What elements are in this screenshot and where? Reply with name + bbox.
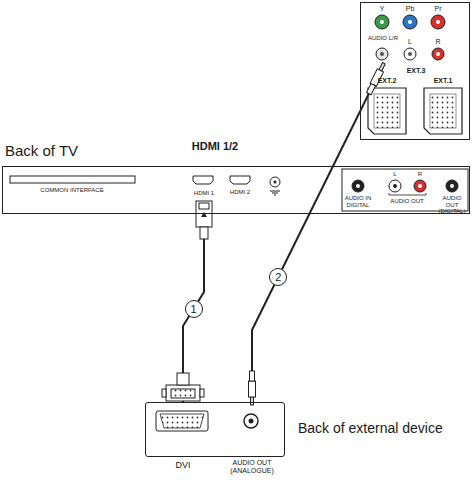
hdmi-port: [230, 176, 250, 184]
jack-hole: [249, 419, 254, 424]
audio-socket: [376, 48, 388, 60]
dvi-plug-screw: [162, 389, 166, 397]
jack-plug-sleeve: [367, 84, 376, 95]
socket-hole: [436, 20, 440, 24]
node-text: Back of external device: [298, 421, 443, 436]
audio-out-right-socket: [414, 180, 426, 192]
hdmi-plug-relief: [200, 227, 208, 239]
antenna-symbol: [274, 195, 276, 196]
socket-hole: [450, 184, 454, 188]
callout-number: 2: [269, 268, 287, 286]
green-socket: [375, 15, 389, 29]
node-text: DVI: [151, 461, 215, 471]
socket-hole: [393, 184, 397, 188]
node-text: Back of TV: [5, 143, 78, 160]
scart-pins: [430, 94, 456, 128]
hdmi-plug-tip: [199, 203, 209, 209]
node-text: AUDIO OUT (ANALOGUE): [224, 459, 280, 474]
red-socket: [431, 15, 445, 29]
part-label: L: [404, 38, 416, 46]
side-panel: AUDIO L/R EXT.3: [360, 2, 470, 140]
part-label: EXT.2: [370, 77, 404, 85]
part-label: R: [432, 38, 444, 46]
scart-socket: [368, 88, 406, 134]
red-socket: [432, 48, 444, 60]
antenna-pin: [274, 181, 277, 184]
audio-out-left-socket: [389, 180, 401, 192]
part-label: R: [415, 171, 425, 178]
part-label: AUDIO OUT: [387, 198, 427, 205]
node-text: AUDIO L/R: [363, 35, 403, 42]
audio-out-bracket: [389, 193, 426, 195]
dvi-pins: [160, 414, 204, 428]
white-socket: [404, 48, 416, 60]
part-label: L: [390, 171, 400, 178]
antenna-symbol: [270, 191, 280, 192]
cable: [252, 65, 383, 403]
dvi-plug-screw: [200, 389, 204, 397]
digital-out-socket: [446, 180, 458, 192]
socket-hole: [380, 20, 384, 24]
external-device: DVIAUDIO OUT (ANALOGUE)Back of external …: [145, 402, 285, 457]
audio-out-jack: [244, 414, 258, 428]
dvi-plug-relief: [177, 373, 189, 385]
socket-hole: [418, 184, 422, 188]
dvi-plug-pins: [171, 389, 195, 398]
callout-number: 1: [185, 300, 203, 318]
audio-out-node: AUDIO OUT (ANALOGUE): [224, 403, 280, 475]
blue-socket: [403, 15, 417, 29]
jack-plug-tip: [251, 397, 254, 405]
digital-in-socket: [352, 180, 364, 192]
socket-hole: [436, 52, 440, 56]
audio-socket-node: AUDIO L/R: [363, 35, 403, 65]
node-text: EXT.3: [361, 67, 471, 75]
antenna-socket: [270, 177, 280, 187]
hdmi-port: [193, 176, 213, 184]
part-label: Pb: [403, 5, 417, 13]
part-label: HDMI 1/2: [180, 140, 250, 152]
jack-plug: [249, 371, 256, 405]
scart-pins: [374, 94, 400, 128]
socket-hole: [408, 20, 412, 24]
dvi-port-node: DVI: [151, 403, 215, 475]
ci-slot: [10, 176, 135, 183]
part-label: COMMON INTERFACE: [12, 187, 132, 194]
part-label: Pr: [431, 5, 445, 13]
part-label: HDMI 2: [225, 189, 255, 196]
part-label: Y: [375, 5, 389, 13]
socket-hole: [380, 52, 384, 56]
scart-socket: [424, 88, 462, 134]
jack-plug-sleeve: [250, 371, 255, 381]
hdmi-plug: [196, 201, 212, 239]
hdmi-plug-mark: [201, 212, 207, 217]
antenna-symbol: [272, 193, 278, 194]
node-text: HDMI 1: [186, 190, 222, 197]
part-label: EXT.1: [426, 77, 460, 85]
socket-hole: [408, 52, 412, 56]
dvi-port: [156, 411, 208, 431]
hdmi-port-node: HDMI 1: [186, 175, 222, 201]
hdmi-plug-body: [196, 201, 212, 227]
part-label: AUDIO IN DIGITAL: [342, 195, 374, 208]
jack-plug-body: [249, 381, 256, 397]
part-label: AUDIO OUT (DIGITAL): [436, 195, 468, 215]
socket-hole: [356, 184, 360, 188]
dvi-plug: [162, 373, 204, 401]
dvi-plug-body: [166, 385, 200, 401]
